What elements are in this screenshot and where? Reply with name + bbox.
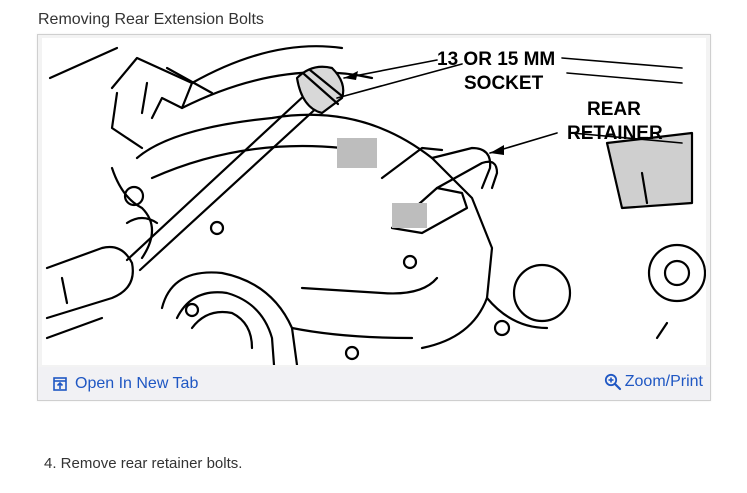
open-in-new-tab-link[interactable]: Open In New Tab	[53, 375, 198, 393]
rear-extension-illustration: 13 OR 15 MM SOCKET REAR RETAINER	[45, 45, 706, 365]
zoom-print-link[interactable]: Zoom/Print	[604, 373, 703, 391]
figure-toolbar: Open In New Tab Zoom/Print	[38, 367, 710, 400]
zoom-print-label: Zoom/Print	[624, 373, 703, 390]
zoom-magnifier-icon	[604, 373, 622, 391]
step-4-text: 4. Remove rear retainer bolts.	[44, 455, 243, 472]
open-in-new-tab-label: Open In New Tab	[75, 375, 199, 392]
socket-label-line1: 13 OR 15 MM	[437, 49, 555, 70]
figure-image[interactable]: 13 OR 15 MM SOCKET REAR RETAINER	[42, 38, 706, 365]
socket-label-line2: SOCKET	[464, 73, 544, 94]
retainer-label-line1: REAR	[587, 99, 641, 120]
open-in-new-tab-icon	[53, 377, 67, 391]
retainer-label-line2: RETAINER	[567, 123, 663, 144]
figure-frame: 13 OR 15 MM SOCKET REAR RETAINER Open In…	[37, 34, 711, 401]
figure-caption: Removing Rear Extension Bolts	[38, 11, 264, 28]
